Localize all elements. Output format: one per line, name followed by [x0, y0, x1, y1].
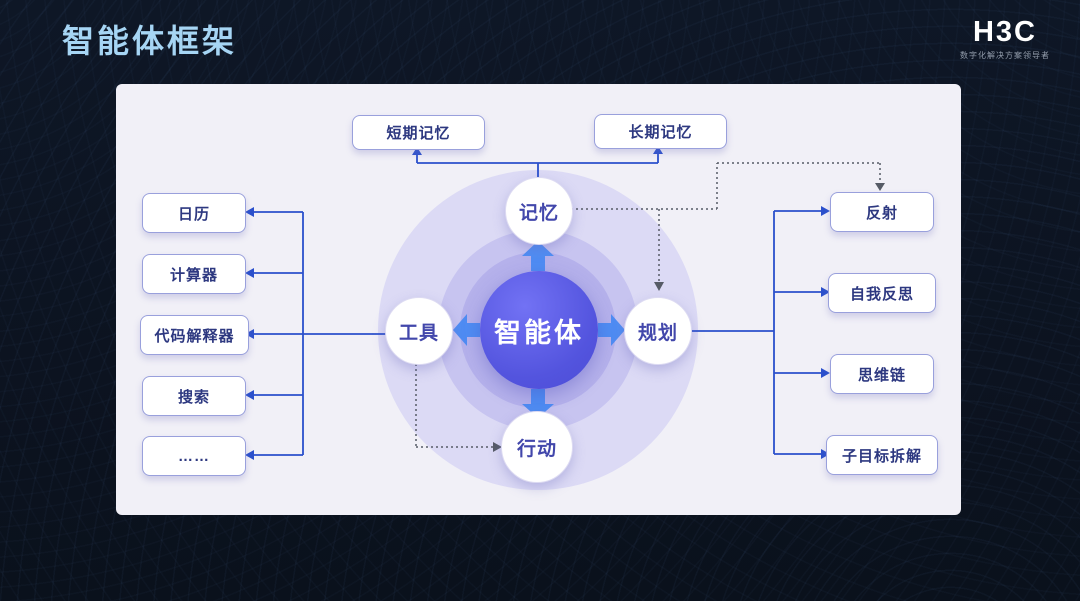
box-search: 搜索 — [142, 376, 246, 416]
node-action: 行动 — [501, 411, 573, 483]
node-tools: 工具 — [385, 297, 453, 365]
box-long-term-memory: 长期记忆 — [594, 114, 727, 149]
box-code-interpreter: 代码解释器 — [140, 315, 249, 355]
connector-layer — [245, 146, 885, 460]
box-calculator: 计算器 — [142, 254, 246, 294]
box-self-reflection: 自我反思 — [828, 273, 936, 313]
box-chain-of-thought: 思维链 — [830, 354, 934, 394]
box-more-tools: …… — [142, 436, 246, 476]
box-reflection: 反射 — [830, 192, 934, 232]
page-title: 智能体框架 — [62, 23, 238, 59]
node-planning: 规划 — [624, 297, 692, 365]
h3c-logo-text: H3C — [972, 16, 1037, 48]
box-subgoal-decomposition: 子目标拆解 — [826, 435, 938, 475]
node-memory: 记忆 — [505, 177, 573, 245]
diagram-card: 智能体 记忆 规划 工具 行动 短期记忆 长期记忆 日历 计算器 代码解释器 搜… — [116, 84, 961, 515]
agent-core-circle: 智能体 — [480, 271, 598, 389]
h3c-logo: H3C 数字化解决方案领导者 — [960, 18, 1050, 61]
box-short-term-memory: 短期记忆 — [352, 115, 485, 150]
box-calendar: 日历 — [142, 193, 246, 233]
h3c-logo-tagline: 数字化解决方案领导者 — [960, 51, 1050, 60]
